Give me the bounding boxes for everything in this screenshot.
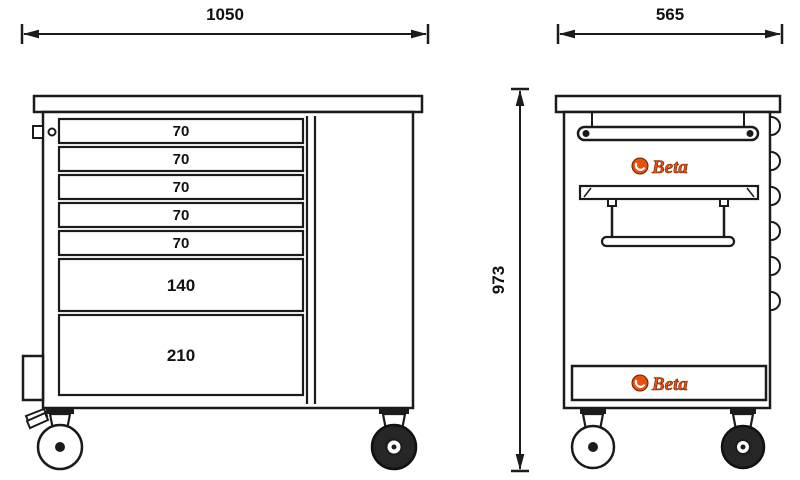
front-left-caster [25,408,84,471]
front-lock-dot [47,127,57,137]
side-bracket [600,198,736,248]
handle-bump [770,151,781,171]
beta-mark-icon [631,374,649,392]
side-worktop [554,94,782,114]
front-drawers: 70 70 70 70 70 140 210 [57,117,305,397]
beta-mark-swirl [634,379,646,388]
tray-band [578,184,760,201]
drawer-label: 70 [173,235,190,252]
drawer-label: 70 [173,151,190,168]
dim-arrow-bottom [515,454,525,470]
drawer-70-3 [57,173,305,201]
drawer-label: 70 [173,179,190,196]
side-tray [578,184,760,201]
side-width-dimension: 565 [556,5,784,44]
side-view: 565 973 [489,5,784,473]
drawer-label: 70 [173,207,190,224]
caster-plate [580,408,606,414]
side-left-caster [570,408,616,470]
bracket-clip [607,198,617,207]
wheel-hub [55,442,65,452]
side-width-label: 565 [656,5,684,24]
side-body [562,110,772,410]
drawer-70-5 [57,229,305,257]
dim-arrow-left [23,29,39,39]
beta-logo-top: Beta [631,157,689,178]
drawer-140 [57,257,305,313]
side-push-handle [576,112,760,142]
beta-logo-bottom-text: Beta [651,374,688,395]
handle-bump [770,186,781,206]
handle-bump [770,221,781,241]
caster-brake-pedal [25,411,50,430]
handle-bump [770,256,781,276]
wheel-hub [588,442,598,452]
front-width-label: 1050 [206,5,244,24]
side-right-caster [720,408,766,470]
bracket-bar [600,235,736,248]
dim-arrow-right [765,29,781,39]
beta-logo-top-text: Beta [651,157,688,178]
front-hinge-block [32,125,44,139]
side-height-label: 973 [489,266,508,294]
beta-mark-icon [631,157,649,175]
tray-hatch [746,187,755,198]
bottom-band [570,364,768,402]
bracket-clip [719,198,729,207]
caster-plate [46,408,74,414]
drawer-70-2 [57,145,305,173]
front-width-dimension: 1050 [20,5,430,44]
beta-mark-swirl [634,162,646,171]
handle-bump [770,116,781,136]
wheel-axle [740,444,746,450]
tray-hatch [583,187,592,198]
side-handle-bumps [770,116,781,311]
handle-tube [576,125,760,142]
caster-plate [730,408,756,414]
dim-arrow-left [559,29,575,39]
front-right-caster [370,408,418,471]
drawer-70-4 [57,201,305,229]
caster-plate [379,408,409,414]
front-side-box [21,354,45,402]
front-view: 1050 70 70 70 70 70 140 210 [20,5,430,471]
handle-end-cap [582,130,590,137]
dim-arrow-top [515,90,525,106]
dim-arrow-right [411,29,427,39]
front-worktop [32,94,424,114]
drawer-70-1 [57,117,305,145]
drawer-label: 210 [167,346,195,365]
wheel-axle [391,444,397,450]
handle-bump [770,291,781,311]
handle-end-cap [746,130,754,137]
drawer-label: 70 [173,123,190,140]
drawer-label: 140 [167,276,195,295]
side-height-dimension: 973 [489,87,529,473]
side-bottom-band: Beta [570,364,768,402]
drawer-210 [57,313,305,397]
